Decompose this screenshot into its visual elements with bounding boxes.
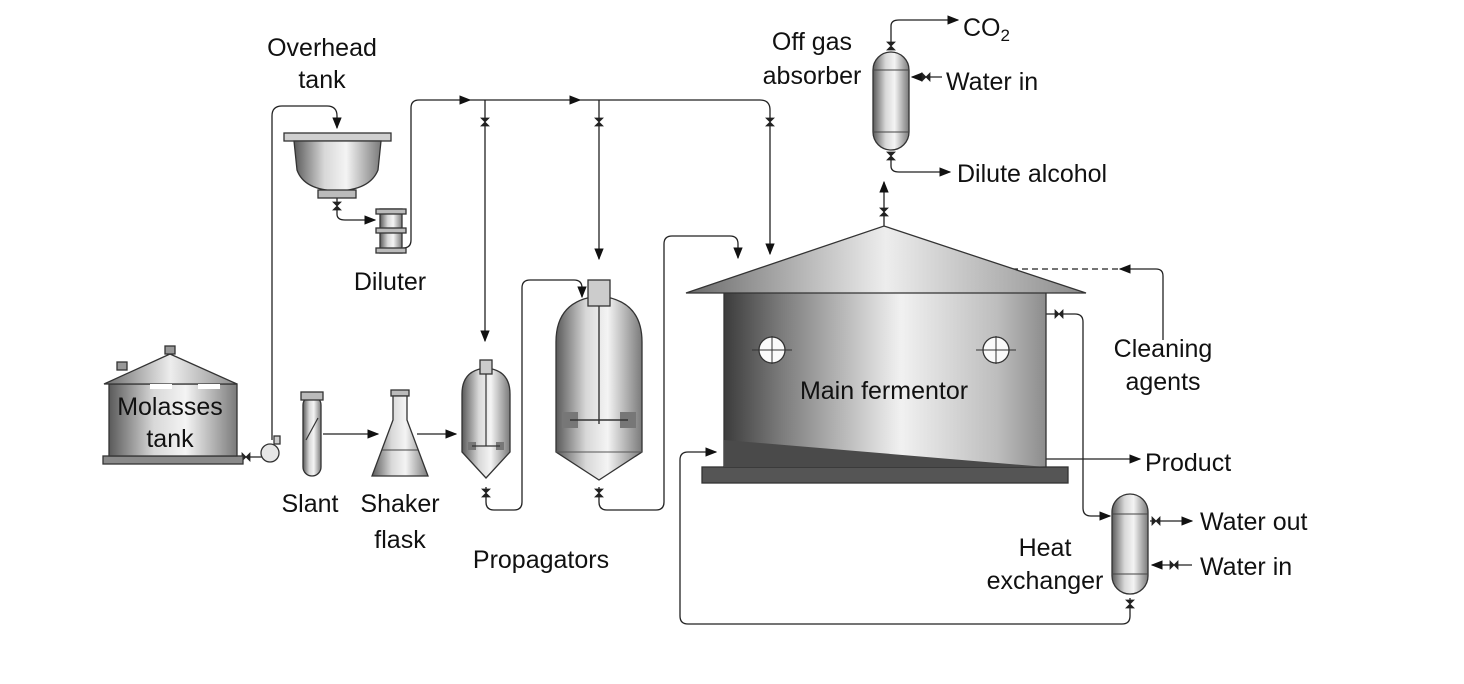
valve-icon xyxy=(1151,516,1161,526)
slant-tube xyxy=(300,391,324,477)
valve-icon xyxy=(594,117,604,127)
label-dilute-alcohol: Dilute alcohol xyxy=(957,160,1107,188)
label-overhead-tank-line1: Overhead xyxy=(267,34,377,62)
heat-exchanger xyxy=(1111,493,1149,595)
label-co2: CO2 xyxy=(963,14,1010,45)
label-molasses-tank-line2: tank xyxy=(146,425,194,453)
label-overhead-tank-line2: tank xyxy=(298,66,346,94)
molasses-tank xyxy=(102,345,244,465)
large-propagator xyxy=(555,279,643,481)
valve-icon xyxy=(480,117,490,127)
label-slant: Slant xyxy=(282,490,339,518)
label-shaker-flask-line1: Shaker xyxy=(360,490,439,518)
label-propagators: Propagators xyxy=(473,546,609,574)
valve-icon xyxy=(1169,560,1179,570)
label-main-fermentor: Main fermentor xyxy=(800,377,968,405)
main-fermentor xyxy=(685,225,1087,484)
label-heat-exchanger-line1: Heat xyxy=(1019,534,1072,562)
label-diluter: Diluter xyxy=(354,268,426,296)
valve-icon xyxy=(594,488,604,498)
label-shaker-flask-line2: flask xyxy=(374,526,426,554)
labels: Overhead tank Diluter Molasses tank Slan… xyxy=(117,14,1307,595)
valve-icon xyxy=(765,117,775,127)
shaker-flask xyxy=(371,389,429,477)
valve-icon xyxy=(481,488,491,498)
valve-icon xyxy=(921,72,931,82)
label-water-in-top: Water in xyxy=(946,68,1038,96)
small-propagator xyxy=(461,359,511,479)
valve-icon xyxy=(1125,599,1135,609)
label-off-gas-absorber-line1: Off gas xyxy=(772,28,852,56)
label-cleaning-agents-line2: agents xyxy=(1125,368,1200,396)
valve-icon xyxy=(879,207,889,217)
label-heat-exchanger-line2: exchanger xyxy=(987,567,1104,595)
label-cleaning-agents-line1: Cleaning xyxy=(1114,335,1213,363)
valve-icon xyxy=(1054,309,1064,319)
off-gas-absorber xyxy=(872,51,910,151)
piping xyxy=(240,15,1194,625)
label-water-in-bottom: Water in xyxy=(1200,553,1292,581)
label-product: Product xyxy=(1145,449,1231,477)
label-molasses-tank-line1: Molasses xyxy=(117,393,223,421)
label-off-gas-absorber-line2: absorber xyxy=(763,62,862,90)
valve-icon xyxy=(332,201,342,211)
overhead-tank xyxy=(283,132,392,199)
valve-icon xyxy=(886,41,896,51)
diluter xyxy=(375,208,407,254)
pump xyxy=(260,435,281,463)
valve-icon xyxy=(886,151,896,161)
label-water-out: Water out xyxy=(1200,508,1308,536)
